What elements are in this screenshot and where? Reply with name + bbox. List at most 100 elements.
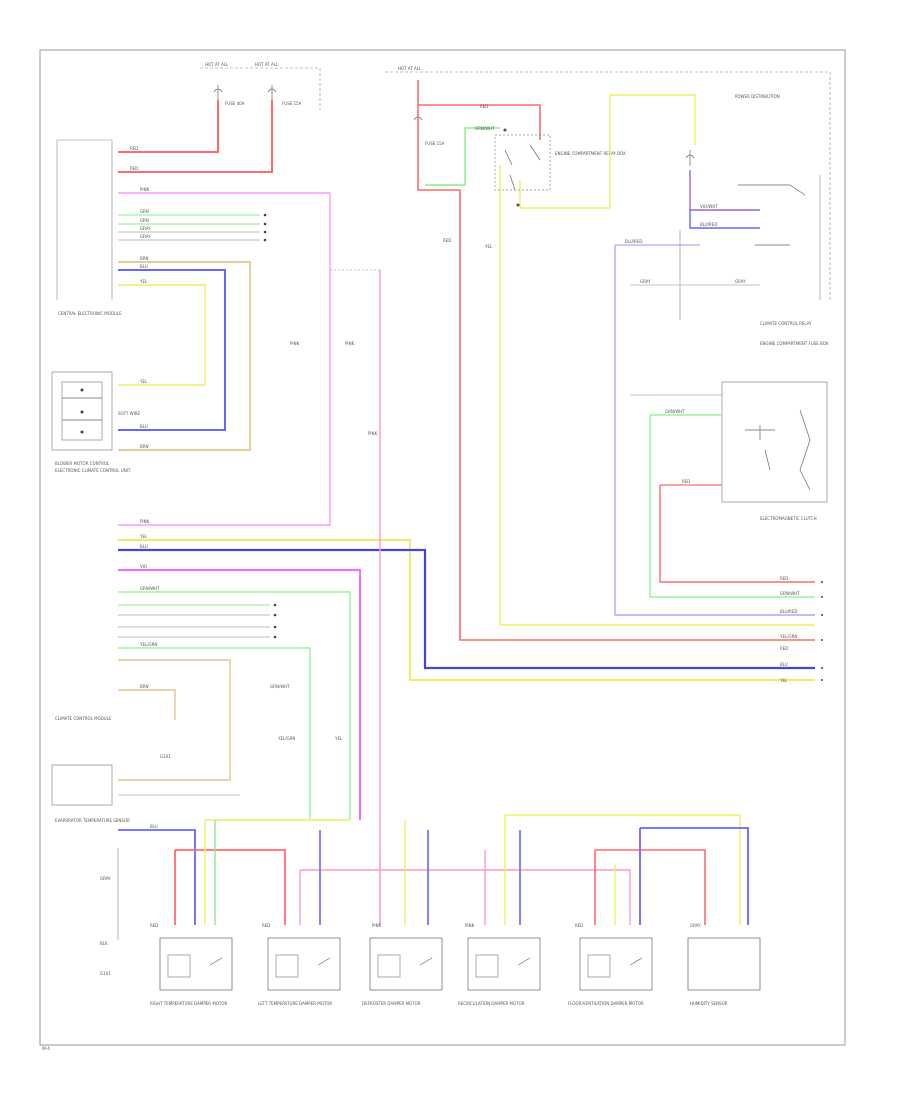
wire-label: BLU — [780, 662, 788, 667]
relay-switch — [738, 184, 806, 196]
wire-label: PINK — [140, 187, 150, 192]
wire-label-group: RED RED PINK GRN GRN GRAY GRAY BRN BLU Y… — [100, 104, 800, 946]
wire-label: VIO/WHT — [700, 204, 718, 209]
cem-pins — [118, 192, 331, 526]
wire-label: PINK — [290, 341, 300, 346]
wire-label: GRAY — [735, 279, 746, 284]
wire-label: GRN/WHT — [665, 409, 685, 414]
fuse-mid-label: FUSE 15A — [425, 141, 445, 146]
damper-motor: FLOOR/VENTILATION DAMPER MOTOR — [568, 937, 653, 1006]
blower-divider — [62, 397, 102, 421]
damper-label-3: DEFROSTER DAMPER MOTOR — [362, 1001, 421, 1006]
damper-label-1: RIGHT TEMPERATURE DAMPER MOTOR — [150, 1001, 228, 1006]
wire-label: GRAY — [140, 226, 151, 231]
wire-label: YEL — [334, 736, 343, 741]
hot-label-1: HOT AT ALL — [205, 62, 229, 67]
climate-control-relay-block: CLIMATE CONTROL RELAY ENGINE COMPARTMENT… — [614, 175, 829, 616]
yellow-wire-cem — [118, 284, 206, 386]
damper-wiring — [118, 814, 749, 925]
fuse-box-outline-right — [385, 71, 831, 300]
wire-label: PINK — [465, 923, 475, 928]
wire-label: PINK — [372, 923, 382, 928]
damper-motor: DEFROSTER DAMPER MOTOR — [362, 937, 443, 1006]
electronic-climate-label: ELECTRONIC CLIMATE CONTROL UNIT — [55, 468, 131, 473]
damper-label-5: FLOOR/VENTILATION DAMPER MOTOR — [568, 1001, 644, 1006]
blower-motor-control: SOFT WIRE BLOWER MOTOR CONTROL ELECTRONI… — [51, 371, 141, 473]
damper-label-2: LEFT TEMPERATURE DAMPER MOTOR — [258, 1001, 332, 1006]
footer-code: W-4 — [42, 1046, 50, 1051]
wire-label: BLU — [140, 544, 148, 549]
wire-label: RED — [682, 479, 690, 484]
wire-label: GRN/WHT — [475, 126, 495, 131]
wire-label: RED — [443, 238, 451, 243]
wire-label: RED — [130, 166, 138, 171]
clutch-label: ELECTROMAGNETIC CLUTCH — [760, 516, 817, 521]
climate-module-bundle: CLIMATE CONTROL MODULE G201 — [55, 539, 815, 820]
wire-label: BLU — [140, 424, 148, 429]
humidity-sensor: HUMIDITY SENSOR — [687, 937, 761, 1006]
wire-label: YEL — [139, 534, 148, 539]
ground-g201: G201 — [160, 754, 171, 759]
red-feed-top-left — [118, 100, 273, 173]
damper-label-4: RECIRCULATION DAMPER MOTOR — [458, 1001, 525, 1006]
engine-relay-switch — [494, 128, 551, 207]
wire-label: GRN — [140, 209, 149, 214]
power-distribution-label: POWER DISTRIBUTION — [735, 94, 780, 99]
green-bus — [118, 591, 351, 820]
wire-label: YEL/GRN — [779, 634, 797, 639]
wire-label: YEL — [779, 678, 788, 683]
wire-label: BLU — [150, 824, 158, 829]
violet-feed-top-right — [689, 170, 760, 229]
blower-label: BLOWER MOTOR CONTROL — [55, 461, 110, 466]
clutch-symbol — [745, 409, 811, 491]
red-clutch-return — [659, 485, 815, 583]
wire-label: BLU/RED — [700, 222, 717, 227]
wire-label: RED — [130, 146, 138, 151]
electromagnetic-clutch-block: ELECTROMAGNETIC CLUTCH — [630, 381, 828, 598]
damper-motor: LEFT TEMPERATURE DAMPER MOTOR — [258, 937, 341, 1006]
wire-label: YEL/GRN — [277, 736, 295, 741]
wire-label: BRN — [140, 684, 149, 689]
wire-label: GRAY — [640, 279, 651, 284]
evaporator-sensor-block: EVAPORATOR TEMPERATURE SENSOR G101 — [51, 764, 130, 976]
wire-label: RED — [150, 923, 158, 928]
wire-label: YEL/GRN — [139, 642, 157, 647]
hot-label-3: HOT AT ALL — [398, 66, 422, 71]
clutch-box — [721, 381, 828, 503]
wire-label: RED — [262, 923, 270, 928]
blue-main-bus — [118, 548, 815, 670]
tan-bus — [118, 659, 231, 781]
green-clutch-return — [649, 415, 815, 598]
wire-label: GRAY — [140, 234, 151, 239]
fuse-left-label: FUSE 40A — [225, 101, 245, 106]
damper-motor: RIGHT TEMPERATURE DAMPER MOTOR — [150, 937, 233, 1006]
wire-label: PINK — [140, 519, 150, 524]
hot-label-2: HOT AT ALL — [255, 62, 279, 67]
magenta-wire-cem — [118, 192, 331, 526]
wire-label: PINK — [345, 341, 355, 346]
evaporator-box — [51, 764, 113, 806]
fuse-box-outline-left — [200, 67, 321, 110]
climate-module-label: CLIMATE CONTROL MODULE — [55, 716, 112, 721]
wire-label: YEL — [139, 279, 148, 284]
cem-bracket — [56, 139, 113, 300]
magenta-bus — [118, 569, 361, 820]
red-feed-top-mid — [417, 80, 815, 641]
wire-label: GRAY — [690, 923, 701, 928]
wire-label: GRN/WHT — [140, 586, 160, 591]
tan-short — [118, 689, 176, 720]
wire-label: RED — [480, 104, 488, 109]
evaporator-label: EVAPORATOR TEMPERATURE SENSOR — [55, 818, 130, 823]
yellow-feed-top-right — [499, 94, 815, 626]
fuse-right-label: FUSE 15A — [282, 101, 302, 106]
central-electronic-module: CENTRAL ELECTRONIC MODULE — [56, 139, 122, 316]
damper-motor: RECIRCULATION DAMPER MOTOR — [458, 937, 541, 1006]
climate-relay-label: CLIMATE CONTROL RELAY — [760, 321, 812, 326]
wire-label: BLU/RED — [780, 609, 797, 614]
cem-label: CENTRAL ELECTRONIC MODULE — [58, 311, 122, 316]
soft-wire-label: SOFT WIRE — [118, 411, 141, 416]
wire-label: BLK — [100, 941, 108, 946]
engine-relay-label: ENGINE COMPARTMENT RELAY BOX — [555, 151, 626, 156]
wire-label: PINK — [368, 431, 378, 436]
cross-lines — [630, 230, 760, 320]
